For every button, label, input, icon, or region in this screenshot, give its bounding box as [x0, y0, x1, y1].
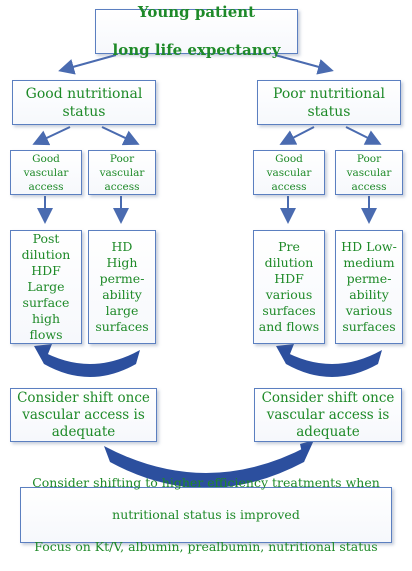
young-patient-title: Young patient [137, 3, 256, 21]
right-good-access-treatment-box: Pre dilution HDF various surfaces and fl… [253, 230, 325, 344]
life-expectancy-subtitle: long life expectancy [112, 41, 281, 59]
right-good-vascular-access-label: Good vascular access [266, 152, 312, 193]
good-nutritional-status-box: Good nutritional status [12, 80, 156, 125]
left-poor-access-treatment-box: HD High perme- ability large surfaces [88, 230, 156, 344]
right-good-vascular-access-box: Good vascular access [253, 150, 325, 195]
pre-dilution-hdf-label: Pre dilution HDF various surfaces and fl… [258, 239, 320, 334]
focus-metrics-line: Focus on Kt/V, albumin, prealbumin, nutr… [34, 539, 378, 554]
higher-efficiency-line-1: Consider shifting to higher efficiency t… [32, 475, 380, 490]
right-consider-shift-box: Consider shift once vascular access is a… [254, 388, 402, 442]
young-patient-box: Young patient long life expectancy [95, 3, 298, 59]
left-poor-vascular-access-box: Poor vascular access [88, 150, 156, 195]
hd-high-permeability-label: HD High perme- ability large surfaces [95, 239, 149, 334]
arrow-top-to-left [58, 54, 117, 75]
arrow-left-to-poor-access [101, 126, 140, 146]
higher-efficiency-line-2: nutritional status is improved [112, 507, 300, 522]
poor-nutritional-status-box: Poor nutritional status [257, 80, 401, 125]
left-consider-shift-box: Consider shift once vascular access is a… [10, 388, 157, 442]
arrow-top-to-right [274, 54, 334, 75]
higher-efficiency-box: Consider shifting to higher efficiency t… [20, 475, 392, 554]
post-dilution-hdf-label: Post dilution HDF Large surface high flo… [21, 231, 71, 342]
hd-low-medium-permeability-label: HD Low- medium perme- ability various su… [341, 239, 397, 334]
arrow-left-to-good-access [32, 126, 71, 146]
right-poor-access-treatment-box: HD Low- medium perme- ability various su… [335, 230, 403, 344]
curve-left-treatment-shift [40, 350, 140, 377]
curve-right-treatment-shift [282, 350, 382, 377]
left-good-vascular-access-label: Good vascular access [23, 152, 69, 193]
curve-right-arrowhead [276, 344, 294, 364]
curve-left-arrowhead [34, 344, 52, 364]
right-consider-shift-label: Consider shift once vascular access is a… [261, 389, 395, 440]
good-nutritional-status-label: Good nutritional status [25, 85, 143, 120]
left-consider-shift-label: Consider shift once vascular access is a… [17, 389, 150, 440]
right-poor-vascular-access-label: Poor vascular access [346, 152, 392, 193]
arrow-right-to-poor-access [345, 126, 382, 145]
left-good-vascular-access-box: Good vascular access [10, 150, 82, 195]
arrow-right-to-good-access [279, 126, 315, 145]
poor-nutritional-status-label: Poor nutritional status [272, 85, 386, 120]
left-good-access-treatment-box: Post dilution HDF Large surface high flo… [10, 230, 82, 344]
right-poor-vascular-access-box: Poor vascular access [335, 150, 403, 195]
left-poor-vascular-access-label: Poor vascular access [99, 152, 145, 193]
